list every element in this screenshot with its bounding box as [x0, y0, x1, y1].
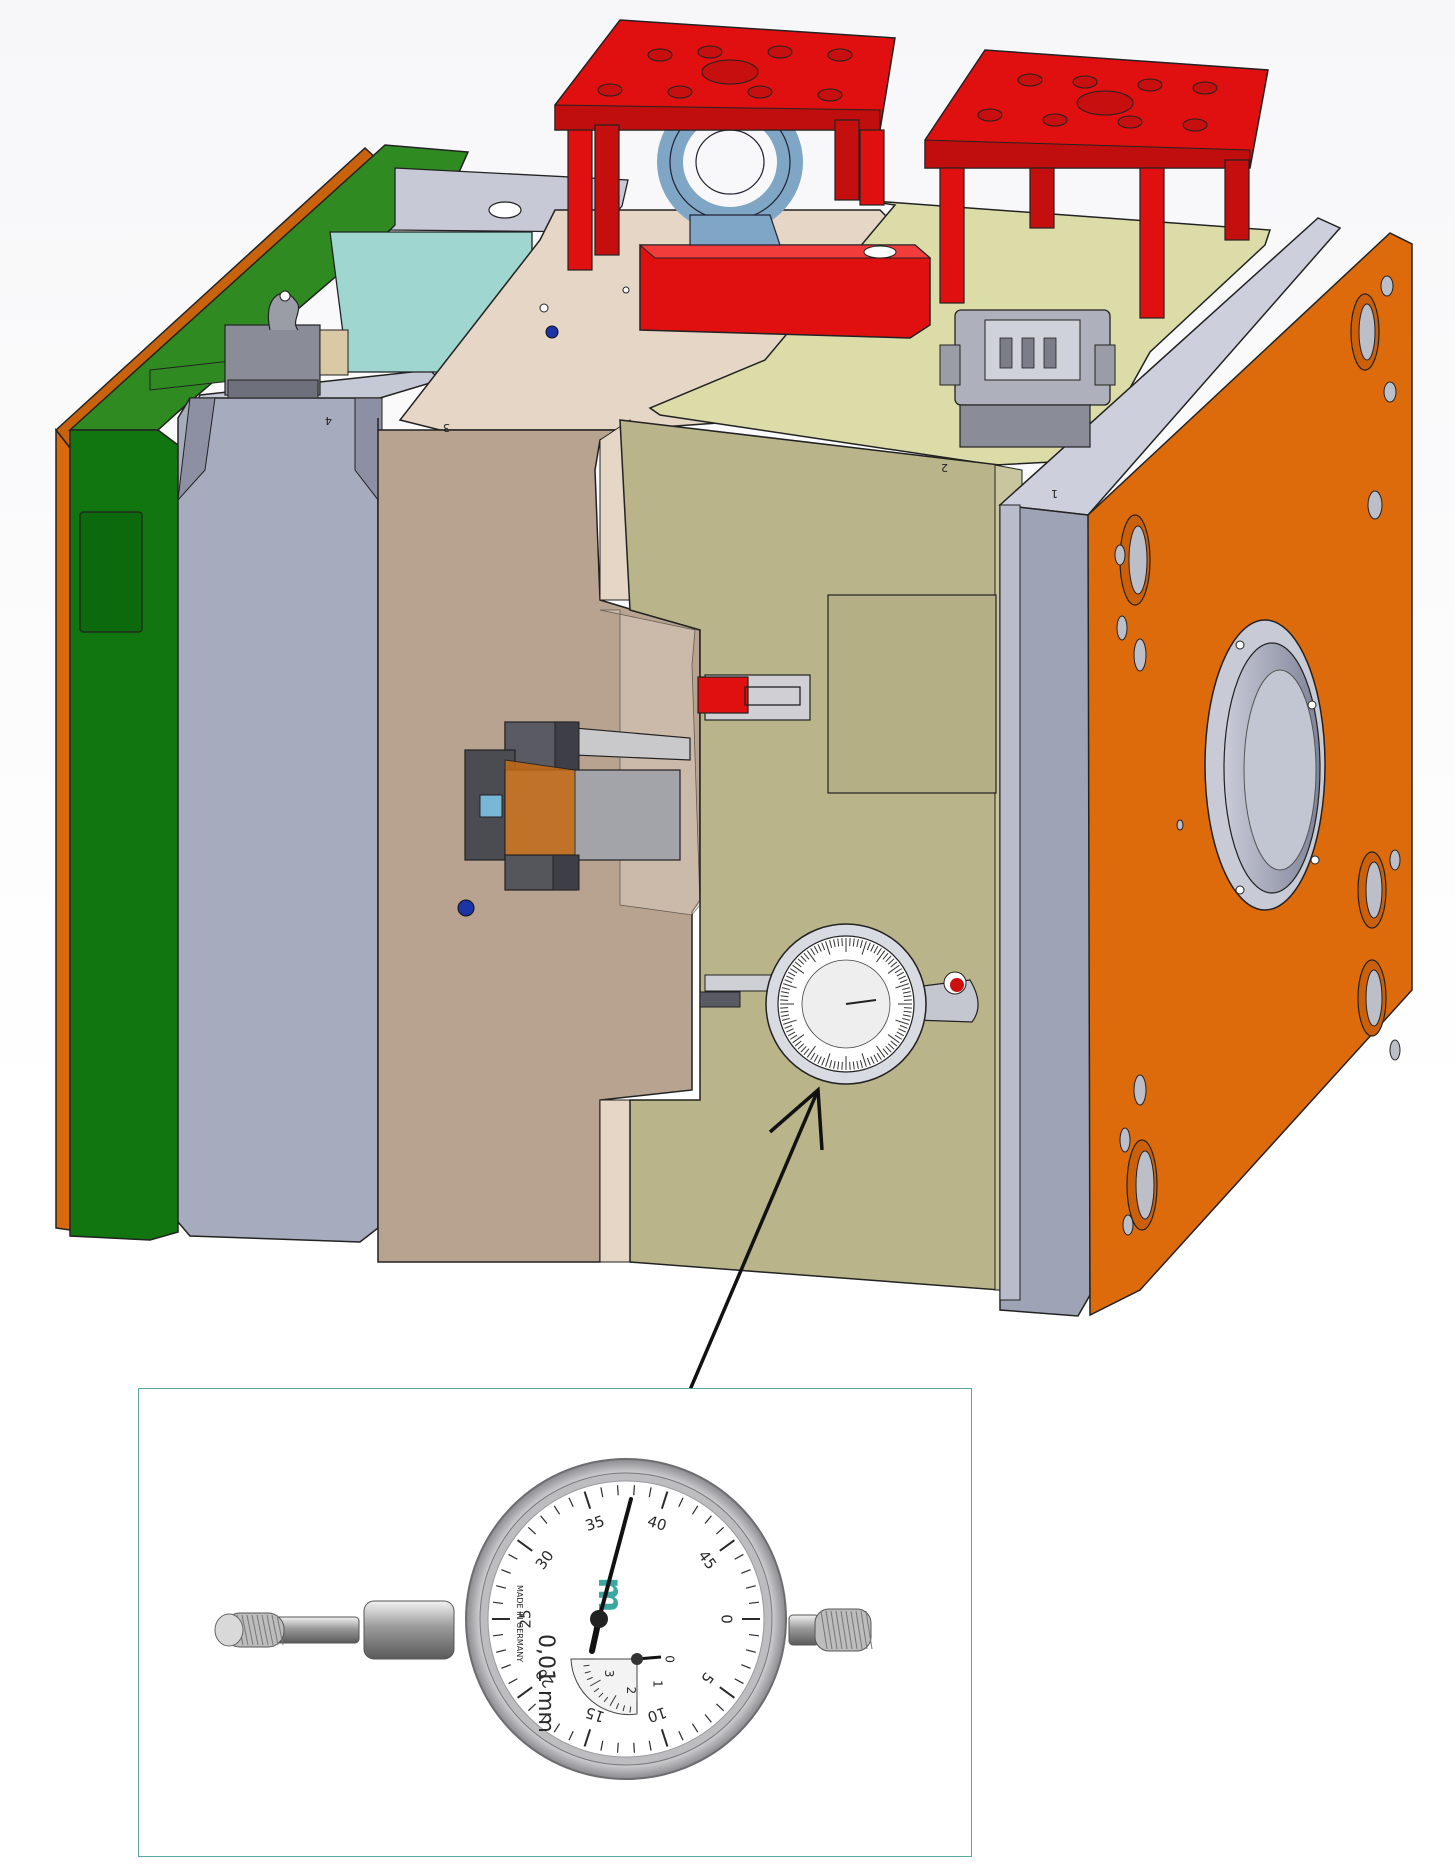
- dial-number: 10: [645, 1703, 669, 1726]
- plate-2-label: 2: [941, 461, 948, 474]
- slide-assembly: [464, 721, 691, 891]
- top-grey-block-bore: [488, 201, 522, 219]
- right-harting-connector: [939, 309, 1116, 448]
- blue-dot-top: [545, 325, 559, 339]
- plate-3-label: 3: [443, 421, 450, 434]
- grey-plate-4: 4: [177, 369, 442, 1243]
- made-in-label: MADE IN GERMANY: [515, 1585, 524, 1662]
- left-harting-connector: [224, 290, 349, 399]
- gauge-stem-left: [214, 1600, 455, 1660]
- dial-number: 0: [718, 1614, 736, 1624]
- locating-ring: [1204, 619, 1326, 911]
- left-green-plate: [68, 144, 470, 1241]
- dial-number: 25: [517, 1609, 535, 1628]
- olive-recess-pad: [827, 594, 997, 794]
- dial-number: 35: [583, 1512, 607, 1535]
- red-indicator-slider: [697, 674, 811, 721]
- blue-dot-side: [457, 899, 475, 917]
- dial-number: 15: [583, 1703, 607, 1726]
- mold-dial-gauge: [699, 923, 979, 1085]
- needle-hub: [590, 1610, 608, 1628]
- sub-dial-number: 1: [651, 1680, 665, 1688]
- sub-dial-number: 0: [663, 1655, 677, 1663]
- sub-dial: 0 1 23: [570, 1653, 677, 1716]
- unit-label: 0,01 mm: [533, 1634, 558, 1733]
- red-pillar-frame-left: [554, 19, 896, 271]
- gauge-stem-right: [788, 1608, 873, 1652]
- sub-dial-number: 3: [602, 1670, 616, 1678]
- plate-4-label: 4: [325, 414, 332, 427]
- main-needle: [597, 1497, 633, 1621]
- red-pillar-frame-right: [924, 49, 1269, 319]
- sub-dial-number: 2: [624, 1686, 638, 1694]
- red-lifting-block: [638, 244, 932, 339]
- plate-1-label: 1: [1051, 487, 1058, 500]
- right-orange-clamp-plate: [1087, 232, 1413, 1317]
- dial-number: 40: [645, 1512, 669, 1535]
- callout-arrow: [670, 1086, 824, 1433]
